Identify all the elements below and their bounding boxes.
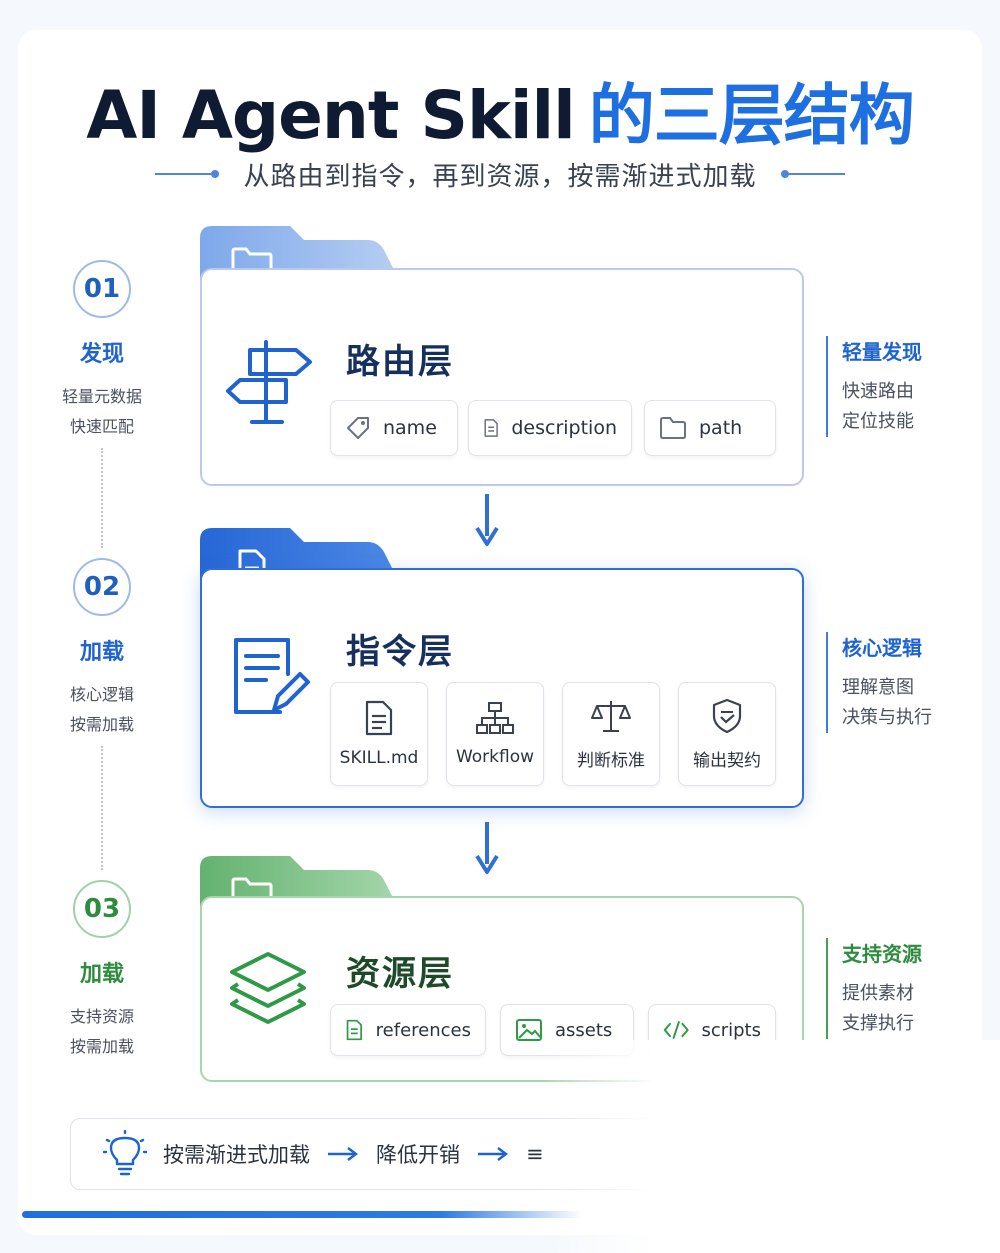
note-line: 决策与执行	[842, 707, 932, 728]
chip-label: 输出契约	[693, 750, 761, 771]
chip-skill-md: SKILL.md	[330, 682, 428, 786]
layer-title: 资源层	[346, 954, 454, 994]
watermark-fade	[540, 1040, 1000, 1253]
note-description: 提供素材 支撑执行	[842, 979, 922, 1039]
step-desc-line: 轻量元数据	[61, 387, 142, 406]
layer-title: 指令层	[346, 632, 454, 672]
chip-label: 判断标准	[577, 750, 645, 771]
tag-icon	[347, 417, 369, 439]
step-name: 加载	[79, 962, 124, 987]
image-icon	[516, 1019, 542, 1041]
step-description: 支持资源 按需加载	[40, 1002, 164, 1062]
signpost-icon	[226, 340, 312, 424]
file-text-icon	[365, 700, 393, 736]
chip-path: path	[644, 400, 776, 456]
step-number: 01	[73, 260, 131, 318]
step-connector	[101, 448, 103, 548]
note-resources: 支持资源 提供素材 支撑执行	[826, 938, 922, 1039]
layers-icon	[230, 952, 306, 1024]
shield-check-icon	[712, 698, 742, 733]
note-title: 支持资源	[842, 942, 922, 966]
chip-criteria: 判断标准	[562, 682, 660, 786]
chip-name: name	[330, 400, 458, 456]
note-title: 轻量发现	[842, 340, 922, 364]
step-desc-line: 支持资源	[69, 1007, 134, 1026]
chip-label: references	[375, 1019, 471, 1041]
chip-label: Workflow	[455, 747, 535, 767]
chip-output-contract: 输出契约	[678, 682, 776, 786]
layer-instruction: 指令层 SKILL.md Workflow 判断标准 输出契约	[200, 526, 804, 808]
subtitle-right-line	[780, 170, 845, 178]
arrow-down-icon	[475, 822, 499, 874]
note-line: 支撑执行	[842, 1013, 914, 1034]
arrow-down-icon	[475, 494, 499, 546]
chip-references: references	[330, 1004, 486, 1056]
layer-resources: 资源层 references assets scripts	[200, 854, 804, 1082]
chip-label: scripts	[701, 1019, 761, 1041]
note-line: 快速路由	[842, 381, 914, 402]
document-icon	[484, 419, 498, 437]
step-description: 轻量元数据 快速匹配	[40, 382, 164, 442]
step-3: 03 加载 支持资源 按需加载	[40, 880, 164, 1062]
chip-label: name	[383, 417, 437, 439]
title-chinese: 的三层结构	[588, 77, 915, 154]
step-connector	[101, 746, 103, 870]
title-english: AI Agent Skill	[86, 77, 576, 154]
summary-step: ≡	[526, 1142, 544, 1166]
chip-label: assets	[555, 1019, 613, 1041]
note-title: 核心逻辑	[842, 636, 922, 660]
layer-title: 路由层	[346, 342, 454, 382]
subtitle: 从路由到指令，再到资源，按需渐进式加载	[243, 161, 757, 192]
step-2: 02 加载 核心逻辑 按需加载	[40, 558, 164, 740]
summary-step: 降低开销	[376, 1143, 460, 1167]
subtitle-row: 从路由到指令，再到资源，按需渐进式加载	[0, 156, 1000, 192]
note-line: 理解意图	[842, 677, 914, 698]
step-name: 加载	[79, 640, 124, 665]
lightbulb-icon	[103, 1130, 147, 1176]
folder-icon	[660, 417, 686, 439]
step-desc-line: 按需加载	[69, 1037, 134, 1056]
step-desc-line: 按需加载	[69, 715, 134, 734]
chip-workflow: Workflow	[446, 682, 544, 786]
chip-label: path	[699, 417, 743, 439]
note-line: 定位技能	[842, 411, 914, 432]
arrow-right-icon	[478, 1147, 508, 1161]
chip-label: SKILL.md	[339, 748, 419, 768]
document-icon	[346, 1019, 362, 1041]
note-description: 快速路由 定位技能	[842, 377, 922, 437]
balance-scale-icon	[591, 700, 631, 732]
note-routing: 轻量发现 快速路由 定位技能	[826, 336, 922, 437]
step-desc-line: 核心逻辑	[69, 685, 134, 704]
flowchart-icon	[476, 702, 514, 734]
step-number: 03	[73, 880, 131, 938]
step-name: 发现	[79, 342, 124, 367]
chip-label: description	[511, 417, 617, 439]
document-edit-icon	[234, 638, 310, 714]
note-instruction: 核心逻辑 理解意图 决策与执行	[826, 632, 932, 733]
step-desc-line: 快速匹配	[69, 417, 134, 436]
code-icon	[663, 1021, 689, 1039]
layer-routing: 路由层 name description path	[200, 224, 804, 486]
summary-step: 按需渐进式加载	[163, 1143, 310, 1167]
note-description: 理解意图 决策与执行	[842, 673, 932, 733]
step-description: 核心逻辑 按需加载	[40, 680, 164, 740]
chip-description: description	[468, 400, 632, 456]
note-line: 提供素材	[842, 983, 914, 1004]
subtitle-left-line	[155, 170, 220, 178]
bottom-accent-line	[22, 1211, 582, 1218]
arrow-right-icon	[328, 1147, 358, 1161]
step-1: 01 发现 轻量元数据 快速匹配	[40, 260, 164, 442]
step-number: 02	[73, 558, 131, 616]
